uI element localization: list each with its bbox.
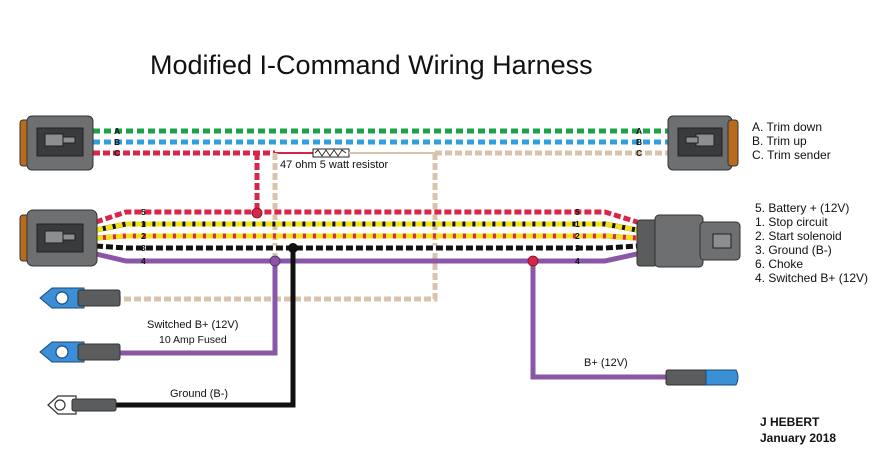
wire-num-5-right: 5 [575,207,580,217]
bplus-lead-wire [530,261,668,380]
ground-lead-label: Ground (B-) [170,388,228,400]
power-legend-4: 4. Switched B+ (12V) [755,271,868,285]
junction-dot-ground [288,243,298,253]
trim-harness: A B C A B C [93,126,668,158]
power-legend-3: 3. Ground (B-) [755,243,832,257]
trim-legend-b: B. Trim up [752,134,807,148]
trim-letter-c-right: C [636,148,642,158]
junction-dot-red [251,207,263,219]
author-name: J HEBERT [760,415,820,429]
wire-num-4-right: 4 [575,256,580,266]
power-legend-1: 1. Stop circuit [755,215,828,229]
trim-letter-c-left: C [114,148,120,158]
power-legend-6: 6. Choke [755,257,803,271]
power-legend-5: 5. Battery + (12V) [755,201,849,215]
ground-ring-terminal [47,395,117,415]
power-connector-left [19,209,98,267]
power-wire-4 [95,251,638,264]
trim-connector-left [19,115,94,171]
power-legend-2: 2. Start solenoid [755,229,842,243]
choke-wire [120,153,438,302]
wire-num-2-right: 2 [575,231,580,241]
bplus-spade-terminal [665,369,739,386]
ground-lead-wire [75,248,296,408]
power-wire-3 [95,243,638,251]
junction-dot-switched [269,255,281,267]
switched-lead-sublabel: 10 Amp Fused [159,334,227,346]
wire-num-3-right: 3 [575,243,580,253]
resistor-zigzag [314,149,347,157]
choke-ring-terminal [39,287,121,309]
trim-letter-b-left: B [114,137,120,147]
wire-num-4-left: 4 [141,256,146,266]
trim-legend: A. Trim down B. Trim up C. Trim sender [752,120,831,162]
switched-lead-label: Switched B+ (12V) [147,319,238,331]
trim-letter-a-left: A [114,126,120,136]
wire-num-2-left: 2 [141,231,146,241]
power-wire-2 [95,233,638,241]
power-legend: 5. Battery + (12V) 1. Stop circuit 2. St… [755,201,868,285]
trim-legend-a: A. Trim down [752,120,822,134]
power-wire-5 [95,209,638,225]
power-harness: 5 1 2 3 4 5 1 2 3 4 [95,207,638,266]
power-wire-1 [95,221,638,233]
wire-num-3-left: 3 [141,243,146,253]
switched-lead-wire [118,262,278,356]
trim-legend-c: C. Trim sender [752,148,831,162]
trim-letter-a-right: A [636,126,642,136]
resistor-label: 47 ohm 5 watt resistor [280,159,389,171]
wire-num-1-left: 1 [141,219,146,229]
bplus-lead-label: B+ (12V) [584,357,628,369]
wire-num-1-right: 1 [575,219,580,229]
author-date: January 2018 [760,431,836,445]
power-connector-right [636,214,741,268]
switched-ring-terminal [39,341,121,363]
diagram-title: Modified I-Command Wiring Harness [150,50,593,80]
wire-num-5-left: 5 [141,207,146,217]
trim-connector-right [667,115,739,171]
junction-dot-bplus [527,255,539,267]
trim-letter-b-right: B [636,137,642,147]
